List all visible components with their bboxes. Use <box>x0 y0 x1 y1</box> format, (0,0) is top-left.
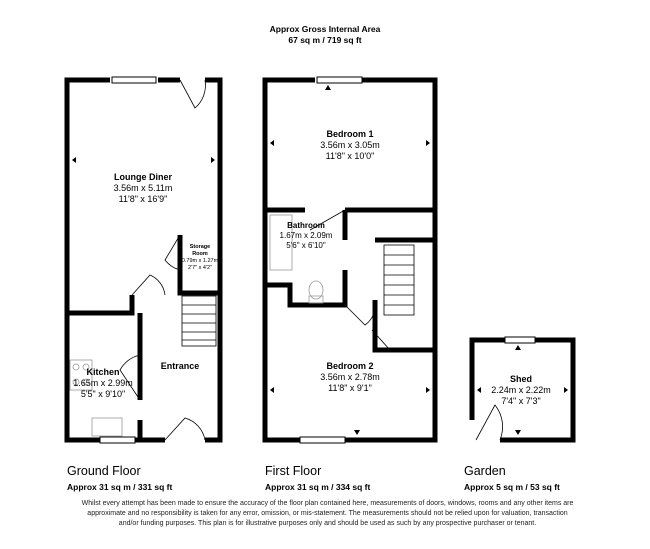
room-name: Entrance <box>160 361 200 371</box>
room-name: Storage Room <box>189 244 211 257</box>
room-name: Shed <box>509 374 532 384</box>
room-kitchen: Kitchen 1.65m x 2.99m 5'5" x 9'10" <box>73 367 133 400</box>
ground-floor-stairs <box>181 295 217 347</box>
room-name: Kitchen <box>86 367 120 377</box>
garden-area: Approx 5 sq m / 53 sq ft <box>464 482 560 492</box>
room-imperial: 11'8" x 16'9" <box>118 194 168 204</box>
windows <box>99 76 536 444</box>
room-bedroom-2: Bedroom 2 3.56m x 2.78m 11'8" x 9'1" <box>320 361 380 394</box>
room-storage: Storage Room 0.79m x 1.27m 2'7" x 4'2" <box>182 244 218 272</box>
room-imperial: 7'4" x 7'3" <box>501 396 541 406</box>
garden-label: Garden <box>464 464 506 478</box>
ground-floor-label: Ground Floor <box>67 464 141 478</box>
ground-floor-walls <box>64 77 223 443</box>
room-metric: 3.56m x 2.78m <box>320 372 380 382</box>
header-title: Approx Gross Internal Area <box>269 24 381 34</box>
first-floor-label: First Floor <box>265 464 322 478</box>
disclaimer: Whilst every attempt has been made to en… <box>81 500 574 527</box>
room-bedroom-1: Bedroom 1 3.56m x 3.05m 11'8" x 10'0" <box>320 129 380 162</box>
gross-area-header: Approx Gross Internal Area 67 sq m / 719… <box>0 24 650 46</box>
room-name: Bedroom 2 <box>326 361 374 371</box>
room-lounge-diner: Lounge Diner 3.56m x 5.11m 11'8" x 16'9" <box>114 172 173 205</box>
room-imperial: 11'8" x 10'0" <box>325 151 375 161</box>
header-area: 67 sq m / 719 sq ft <box>288 35 362 45</box>
ground-floor-area: Approx 31 sq m / 331 sq ft <box>67 482 173 492</box>
dimension-arrows <box>72 85 568 435</box>
room-name: Bedroom 1 <box>326 129 374 139</box>
room-metric: 1.67m x 2.09m <box>279 231 333 240</box>
room-imperial: 5'6" x 6'10" <box>286 241 326 250</box>
kitchen-fixtures <box>69 359 123 437</box>
room-name: Bathroom <box>287 221 325 230</box>
first-floor-walls <box>262 77 438 443</box>
room-imperial: 2'7" x 4'2" <box>187 265 213 271</box>
room-imperial: 5'5" x 9'10" <box>80 389 126 399</box>
room-shed: Shed 2.24m x 2.22m 7'4" x 7'3" <box>491 374 551 407</box>
room-metric: 3.56m x 3.05m <box>320 140 380 150</box>
room-bathroom: Bathroom 1.67m x 2.09m 5'6" x 6'10" <box>280 221 333 251</box>
shed-walls <box>469 337 576 443</box>
doors <box>119 79 503 441</box>
room-imperial: 11'8" x 9'1" <box>328 383 372 393</box>
first-floor-stairs <box>383 244 415 316</box>
room-metric: 3.56m x 5.11m <box>113 183 173 193</box>
room-entrance: Entrance <box>161 361 200 372</box>
first-floor-area: Approx 31 sq m / 334 sq ft <box>265 482 371 492</box>
bathroom-fixtures <box>269 214 324 304</box>
room-metric: 0.79m x 1.27m <box>181 258 219 264</box>
room-metric: 1.65m x 2.99m <box>73 378 133 388</box>
room-metric: 2.24m x 2.22m <box>491 385 551 395</box>
room-name: Lounge Diner <box>114 172 172 182</box>
